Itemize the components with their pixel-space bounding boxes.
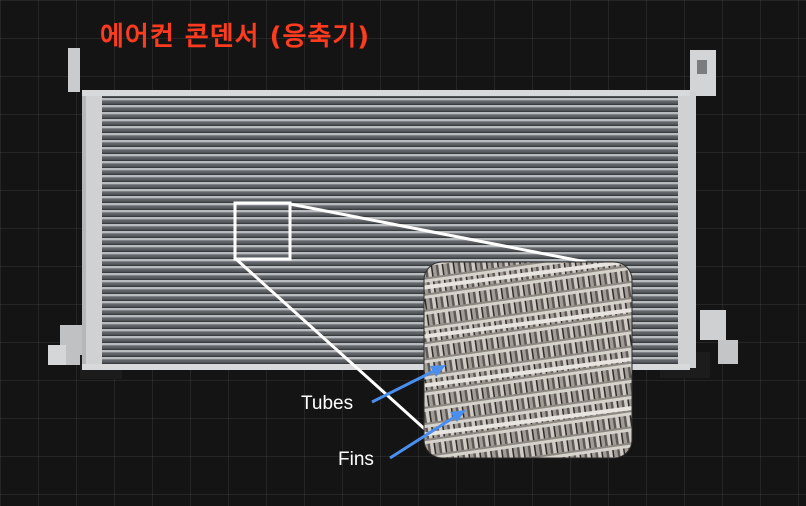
diagram-title: 에어컨 콘덴서 (응축기) (100, 22, 371, 52)
zoom-connector-bottom (234, 257, 430, 434)
zoom-source-box (233, 201, 292, 261)
fins-arrow (389, 410, 466, 460)
fins-label: Fins (338, 449, 374, 470)
zoom-detail-panel (423, 261, 633, 459)
tubes-label: Tubes (301, 393, 354, 414)
zoom-connector-top (289, 202, 587, 264)
tubes-arrow (371, 365, 446, 404)
